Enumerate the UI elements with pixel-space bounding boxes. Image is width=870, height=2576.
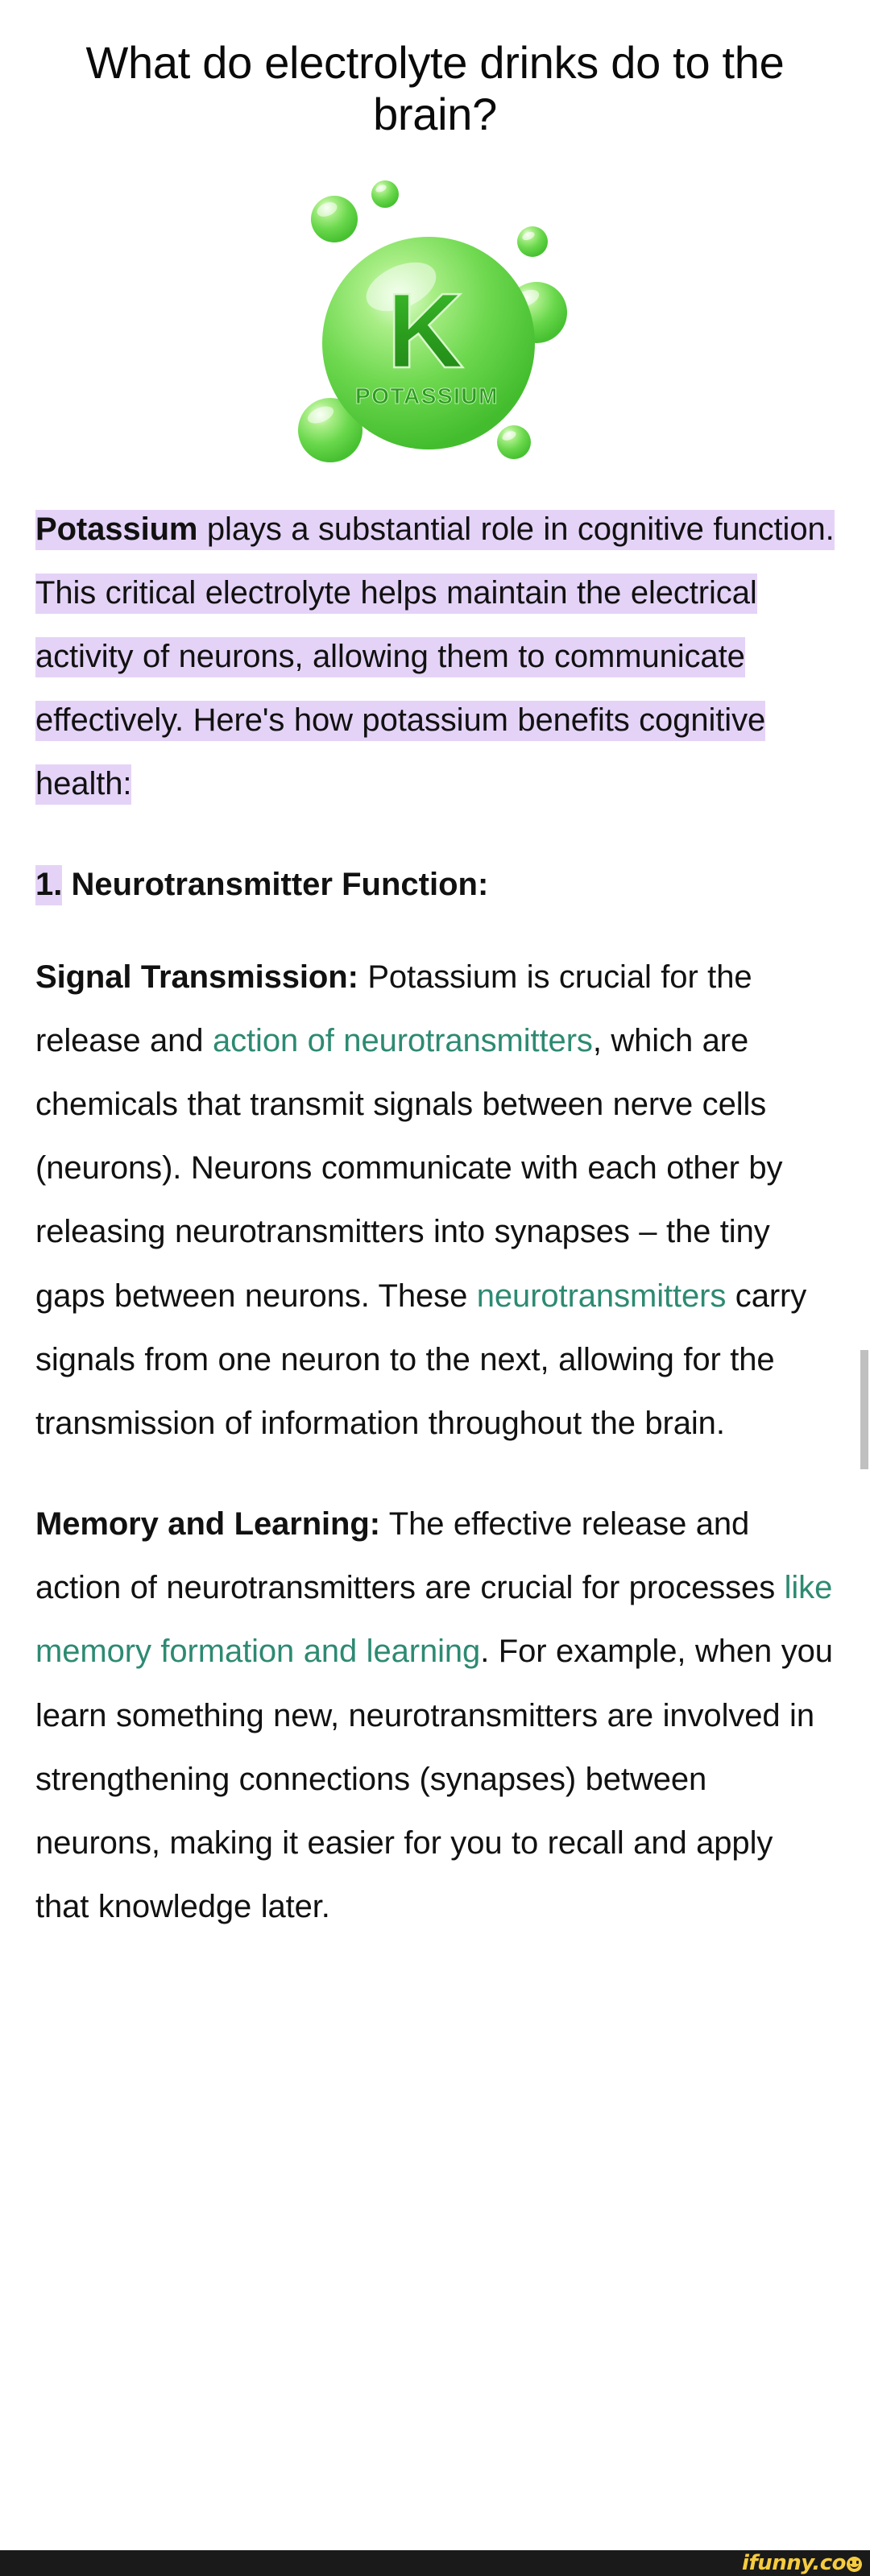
- svg-text:K: K: [387, 271, 463, 390]
- lead-paragraph: Potassium plays a substantial role in co…: [35, 498, 835, 817]
- section-heading-1: 1. Neurotransmitter Function:: [35, 859, 835, 910]
- article-body: Potassium plays a substantial role in co…: [0, 498, 870, 1940]
- hero-image-container: K POTASSIUM: [0, 164, 870, 487]
- signal-transmission-text-2: , which are chemicals that transmit sign…: [35, 1022, 783, 1314]
- memory-and-learning-label: Memory and Learning:: [35, 1506, 380, 1543]
- potassium-molecule-icon: K POTASSIUM: [298, 180, 567, 462]
- signal-transmission-text-1: Potassium is crucial for the release and: [35, 959, 752, 1058]
- smiley-face-icon: [847, 2556, 862, 2572]
- svg-text:POTASSIUM: POTASSIUM: [355, 383, 499, 408]
- signal-transmission-label: Signal Transmission:: [35, 959, 358, 995]
- section-heading-number: 1.: [35, 864, 63, 905]
- page-title: What do electrolyte drinks do to the bra…: [85, 37, 785, 139]
- section-heading-text: Neurotransmitter Function:: [62, 866, 489, 902]
- memory-and-learning-text-2: . For example, when you learn something …: [35, 1634, 833, 1925]
- lead-bold-term: Potassium: [35, 511, 198, 547]
- memory-and-learning-paragraph: Memory and Learning: The effective relea…: [35, 1493, 835, 1939]
- ifunny-watermark-bar: ifunny.co: [0, 2550, 870, 2576]
- ifunny-logo-text: ifunny.co: [742, 2551, 846, 2575]
- signal-transmission-paragraph: Signal Transmission: Potassium is crucia…: [35, 946, 835, 1456]
- signal-transmission-text-3: carry signals from one neuron to the nex…: [35, 1278, 807, 1441]
- link-action-of-neurotransmitters[interactable]: action of neurotransmitters: [212, 1022, 593, 1058]
- memory-and-learning-text-1: The effective release and action of neur…: [35, 1506, 785, 1606]
- ifunny-logo: ifunny.co: [742, 2553, 870, 2574]
- link-memory-formation-and-learning[interactable]: like memory formation and learning: [35, 1570, 833, 1670]
- link-neurotransmitters[interactable]: neurotransmitters: [476, 1278, 727, 1314]
- lead-paragraph-text: plays a substantial role in cognitive fu…: [35, 511, 835, 802]
